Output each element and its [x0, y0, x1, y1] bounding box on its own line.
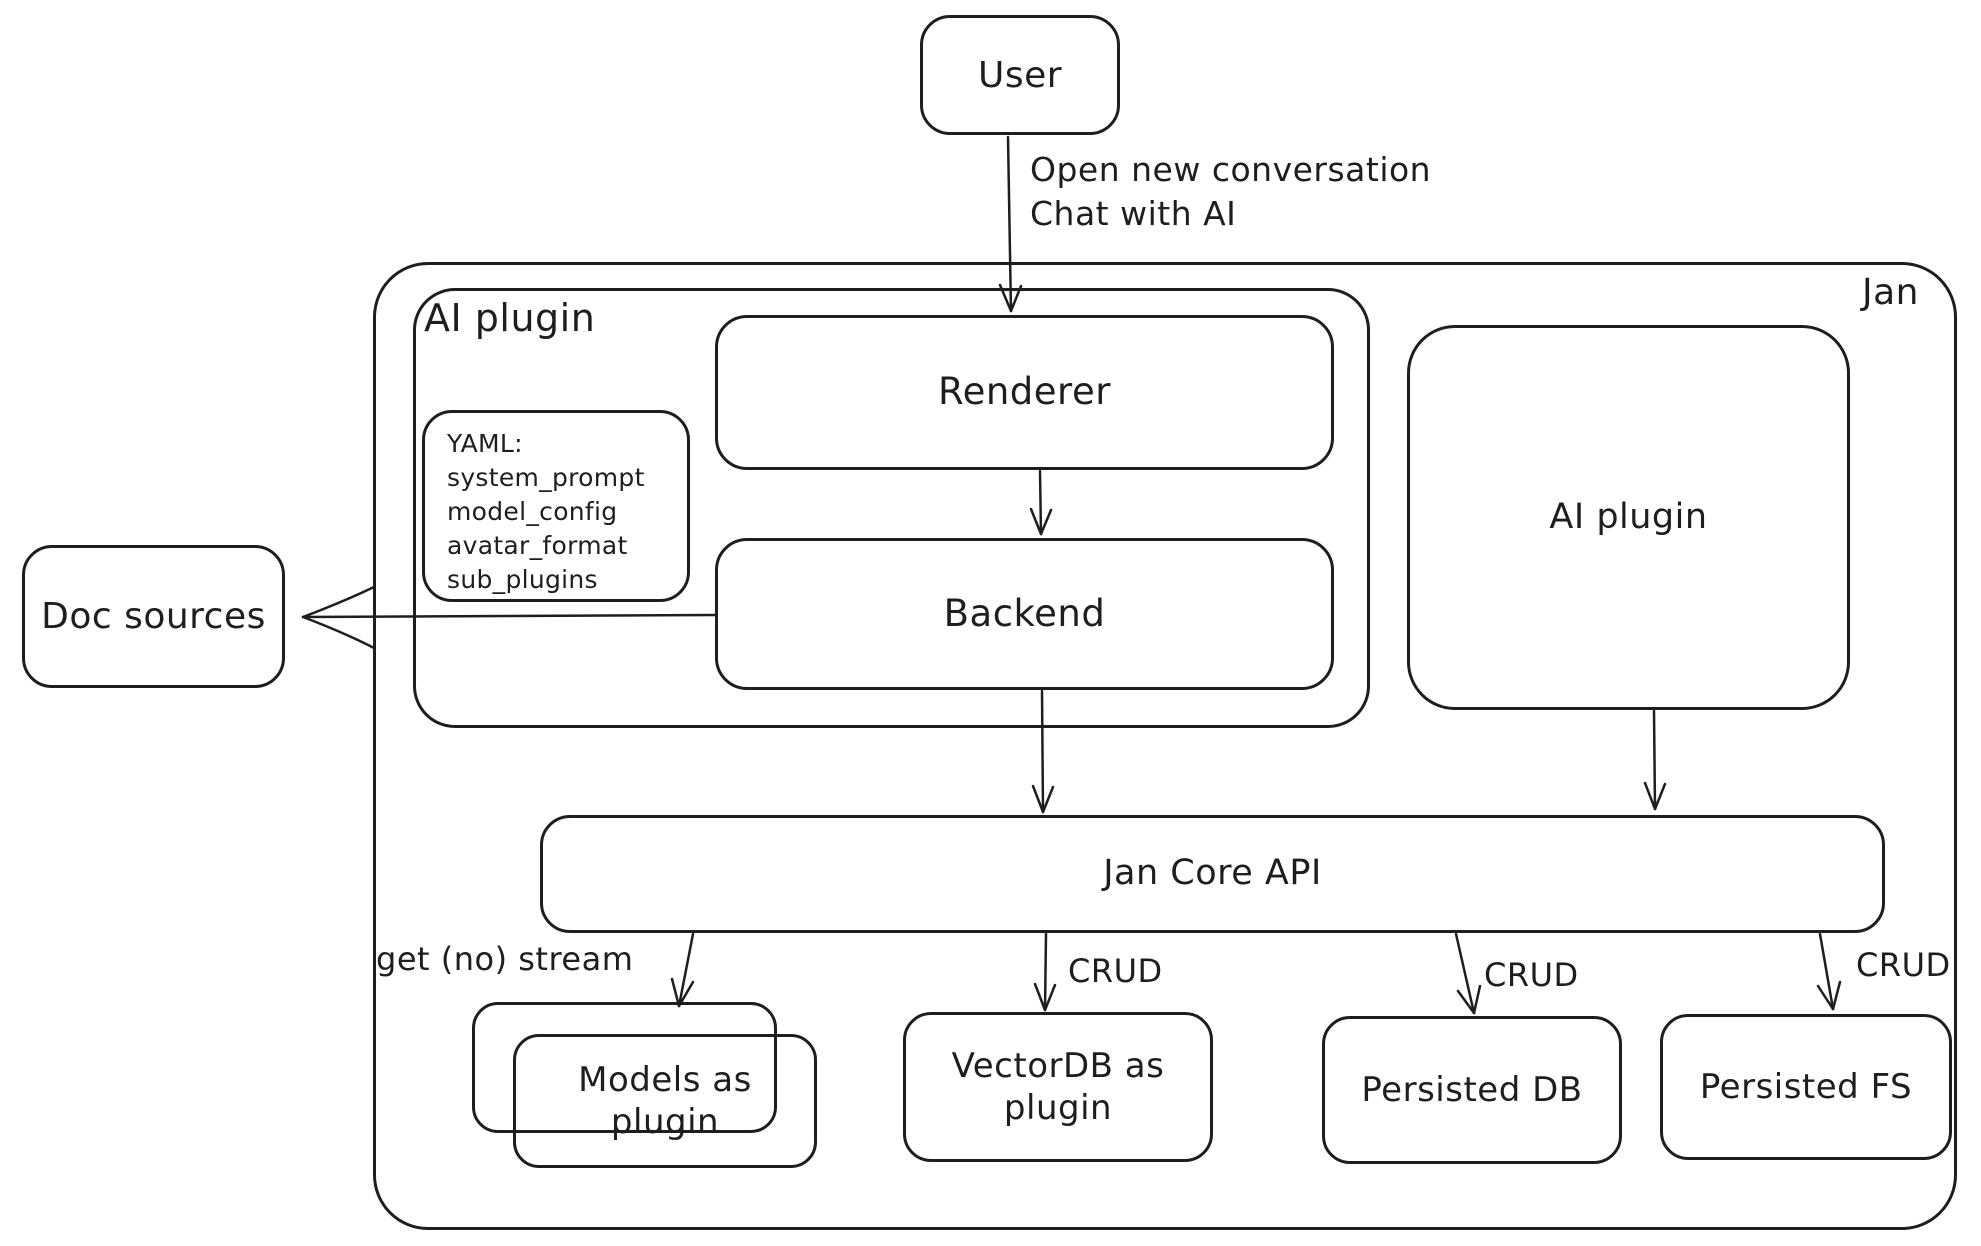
vectordb-node: VectorDB as plugin: [903, 1012, 1213, 1162]
doc-sources-node: Doc sources: [22, 545, 285, 688]
edge-label-crud-vectordb: CRUD: [1068, 952, 1163, 990]
user-node-label: User: [977, 54, 1063, 96]
jan-container-box: [373, 262, 1957, 1230]
backend-node: Backend: [715, 538, 1334, 690]
yaml-note-line: system_prompt: [447, 463, 645, 492]
jan-container-label: Jan: [1862, 272, 1919, 313]
jan-core-api-node-label: Jan Core API: [1103, 853, 1322, 894]
user-node: User: [920, 15, 1120, 135]
models-node-label: Models as plugin: [578, 1059, 752, 1143]
ai-plugin-container-box: [413, 288, 1370, 728]
ai-plugin-node-label: AI plugin: [1549, 496, 1708, 537]
persisted-db-node-label: Persisted DB: [1361, 1069, 1583, 1110]
renderer-node: Renderer: [715, 315, 1334, 470]
doc-sources-node-label: Doc sources: [41, 596, 266, 637]
ai-plugin-container-label: AI plugin: [424, 296, 596, 340]
yaml-note-line: avatar_format: [447, 531, 628, 560]
persisted-fs-node-label: Persisted FS: [1699, 1066, 1913, 1107]
backend-node-label: Backend: [943, 591, 1106, 635]
ai-plugin-node: AI plugin: [1407, 325, 1850, 710]
edge-label-open-conversation: Open new conversation: [1030, 150, 1432, 189]
persisted-fs-node: Persisted FS: [1660, 1014, 1952, 1160]
edge-label-crud-persisted-fs: CRUD: [1856, 946, 1951, 984]
models-node-back: [472, 1002, 777, 1133]
renderer-node-label: Renderer: [938, 370, 1111, 414]
edge-label-chat-with-ai: Chat with AI: [1030, 194, 1237, 233]
yaml-note-box: YAML: system_prompt model_config avatar_…: [422, 410, 690, 602]
vectordb-node-label: VectorDB as plugin: [951, 1045, 1165, 1129]
yaml-note-line: sub_plugins: [447, 565, 598, 594]
jan-core-api-node: Jan Core API: [540, 815, 1885, 933]
persisted-db-node: Persisted DB: [1322, 1016, 1622, 1164]
yaml-note-line: model_config: [447, 497, 618, 526]
models-node: Models as plugin: [513, 1034, 817, 1168]
edge-label-get-no-stream: get (no) stream: [376, 940, 634, 978]
yaml-note-line: YAML:: [447, 429, 523, 458]
edge-label-crud-persisted-db: CRUD: [1484, 956, 1579, 994]
